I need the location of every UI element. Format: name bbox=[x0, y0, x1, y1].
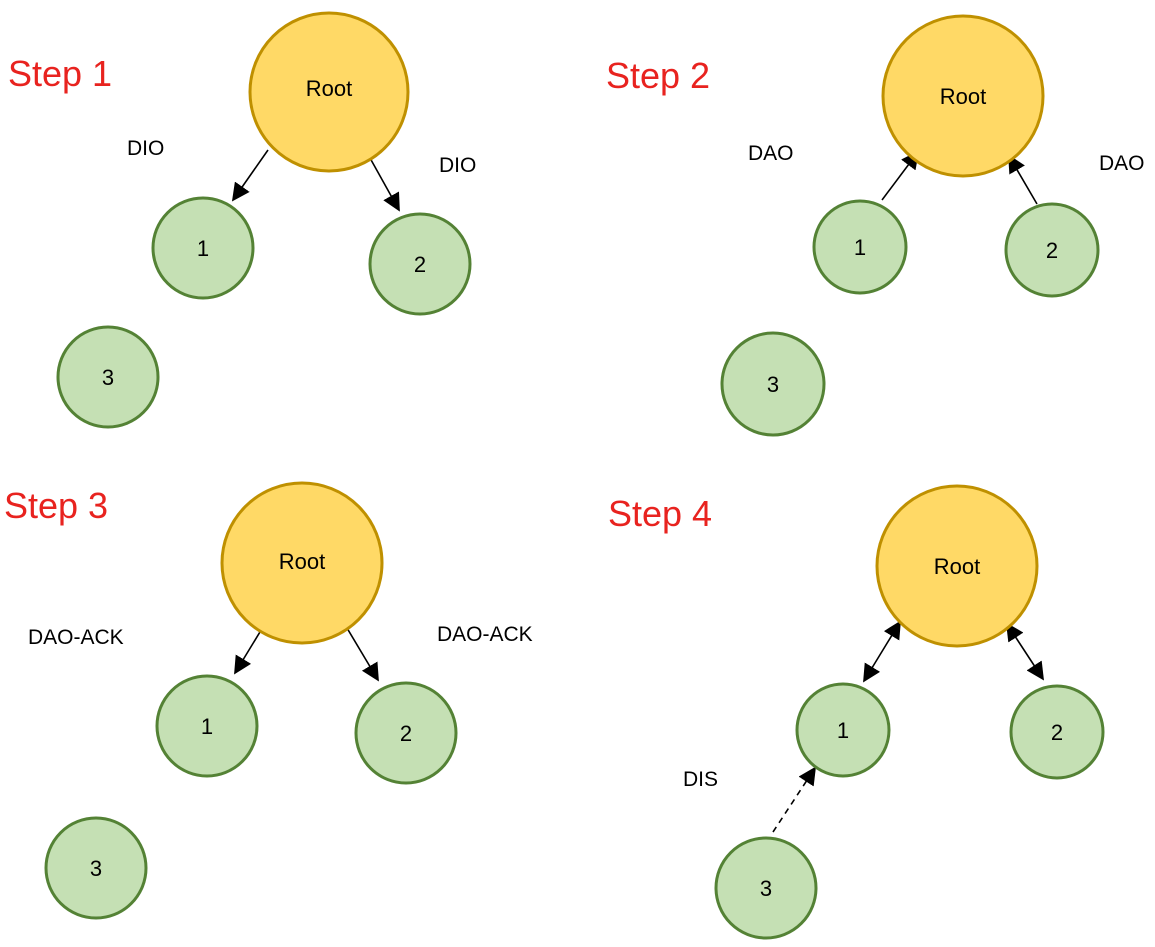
step-1-node-1-label: 1 bbox=[197, 236, 209, 261]
step-3-root-node bbox=[220, 481, 384, 645]
step-1-msg-left: DIO bbox=[127, 137, 164, 160]
step-1-root-label: Root bbox=[306, 76, 352, 101]
step-4-link-root-1 bbox=[863, 620, 901, 683]
step-1-dio-arrow-left bbox=[231, 149, 269, 202]
step-1-panel: Step 1 Root 1 2 3 DIO DIO bbox=[8, 11, 476, 429]
step-4-node-1-label: 1 bbox=[837, 718, 849, 743]
step-2-msg-right: DAO bbox=[1099, 152, 1145, 175]
step-3-panel: Step 3 Root 1 2 3 DAO-ACK DAO-ACK bbox=[4, 481, 533, 920]
step-4-dis-arrow bbox=[772, 766, 816, 833]
step-1-node-1 bbox=[151, 196, 255, 300]
step-1-node-2-label: 2 bbox=[414, 252, 426, 277]
step-4-node-3 bbox=[714, 836, 818, 940]
step-4-root-node bbox=[875, 484, 1039, 648]
step-3-root-label: Root bbox=[279, 549, 325, 574]
step-4-root-label: Root bbox=[934, 554, 980, 579]
step-2-node-1-label: 1 bbox=[854, 235, 866, 260]
step-2-node-1 bbox=[812, 199, 908, 295]
step-4-node-2-label: 2 bbox=[1051, 720, 1063, 745]
step-4-panel: Step 4 Root 1 2 3 DIS bbox=[608, 484, 1105, 940]
step-3-node-1-label: 1 bbox=[201, 714, 213, 739]
step-4-msg-dis: DIS bbox=[683, 768, 718, 791]
step-3-ack-arrow-left bbox=[234, 626, 264, 675]
step-3-node-2-label: 2 bbox=[400, 721, 412, 746]
step-4-node-2 bbox=[1009, 684, 1105, 780]
step-3-ack-arrow-right bbox=[343, 622, 379, 682]
step-3-node-1 bbox=[155, 674, 259, 778]
step-1-node-3 bbox=[56, 325, 160, 429]
step-1-node-3-label: 3 bbox=[102, 365, 114, 390]
step-4-link-root-2 bbox=[1006, 622, 1044, 681]
step-4-title: Step 4 bbox=[608, 493, 712, 534]
step-3-node-3 bbox=[44, 816, 148, 920]
step-2-dao-arrow-left bbox=[881, 150, 920, 201]
step-2-node-2 bbox=[1004, 202, 1100, 298]
step-1-node-2 bbox=[368, 212, 472, 316]
step-3-node-3-label: 3 bbox=[90, 856, 102, 881]
step-1-root-node bbox=[248, 11, 410, 173]
step-2-dao-arrow-right bbox=[1008, 154, 1038, 205]
step-2-node-3-label: 3 bbox=[767, 372, 779, 397]
step-2-root-label: Root bbox=[940, 84, 986, 109]
step-2-node-3 bbox=[720, 331, 826, 437]
step-4-node-3-label: 3 bbox=[760, 876, 772, 901]
step-2-root-node bbox=[881, 14, 1045, 178]
step-2-panel: Step 2 Root 1 2 3 DAO DAO bbox=[606, 14, 1145, 437]
step-2-title: Step 2 bbox=[606, 55, 710, 96]
step-3-msg-right: DAO-ACK bbox=[437, 623, 533, 646]
step-3-msg-left: DAO-ACK bbox=[28, 626, 124, 649]
step-2-msg-left: DAO bbox=[748, 142, 794, 165]
step-1-msg-right: DIO bbox=[439, 154, 476, 177]
step-3-title: Step 3 bbox=[4, 485, 108, 526]
step-1-dio-arrow-right bbox=[369, 157, 400, 212]
step-4-node-1 bbox=[795, 682, 891, 778]
step-1-title: Step 1 bbox=[8, 53, 112, 94]
step-2-node-2-label: 2 bbox=[1046, 238, 1058, 263]
step-3-node-2 bbox=[354, 681, 458, 785]
